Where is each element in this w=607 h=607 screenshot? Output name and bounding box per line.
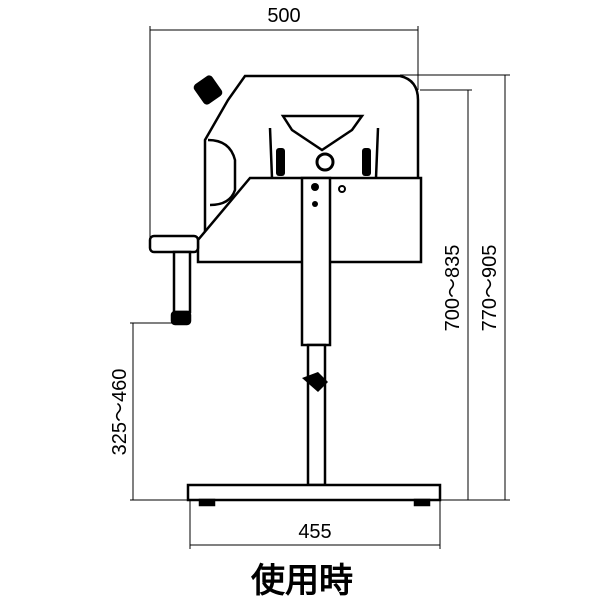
dimension-lines (130, 26, 510, 549)
nozzle-height-label: 325～460 (109, 369, 131, 456)
height-adjust-knob (302, 372, 328, 392)
base-plate (186, 483, 442, 507)
pole-knob (311, 183, 319, 191)
pole (300, 176, 332, 487)
base-width-label: 455 (298, 521, 331, 543)
total-height-label: 770～905 (479, 245, 501, 332)
cap-detail (315, 152, 335, 172)
nozzle (148, 234, 200, 326)
holder-height-label: 700～835 (442, 245, 464, 332)
caption: 使用時 (250, 561, 353, 601)
top-width-label: 500 (267, 5, 300, 27)
tank-details (193, 75, 371, 176)
